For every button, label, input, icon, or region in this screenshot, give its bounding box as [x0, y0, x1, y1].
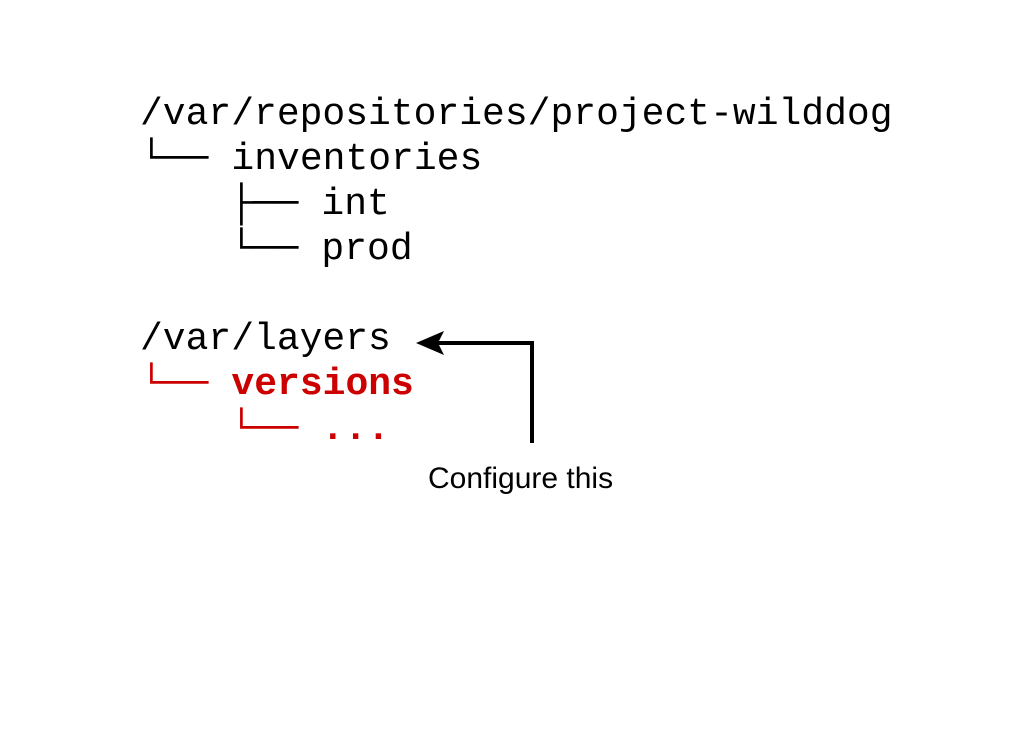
annotation-label: Configure this — [428, 462, 614, 495]
arrowhead — [416, 331, 444, 355]
arrow-line — [437, 341, 534, 443]
tree-node-int: ├── int — [140, 182, 893, 227]
tree-node-ellipsis: └──... — [140, 407, 414, 452]
annotation-arrow-icon — [416, 331, 534, 443]
repo-tree: /var/repositories/project-wilddog └── inv… — [140, 92, 893, 272]
tree-branch-glyph: ├── — [230, 183, 299, 226]
tree-branch-glyph: └── — [230, 408, 299, 451]
tree-root-path: /var/repositories/project-wilddog — [140, 92, 893, 137]
layers-tree: /var/layers └──versions └──... — [140, 317, 414, 452]
tree-node-versions: └── versions — [140, 362, 414, 407]
tree-branch-glyph: └── — [140, 363, 209, 406]
tree-node-label: ... — [321, 408, 390, 451]
tree-node-label: int — [321, 183, 390, 226]
tree-node-label: versions — [231, 363, 414, 406]
tree-root-label: /var/layers — [140, 318, 391, 361]
tree-node-inventories: └── inventories — [140, 137, 893, 182]
tree-root-label: /var/repositories/project-wilddog — [140, 93, 893, 136]
tree-branch-glyph: └── — [230, 228, 299, 271]
tree-branch-glyph: └── — [140, 138, 209, 181]
tree-node-prod: └── prod — [140, 227, 893, 272]
tree-root-path: /var/layers — [140, 317, 414, 362]
tree-node-label: inventories — [231, 138, 483, 181]
tree-node-label: prod — [321, 228, 413, 271]
